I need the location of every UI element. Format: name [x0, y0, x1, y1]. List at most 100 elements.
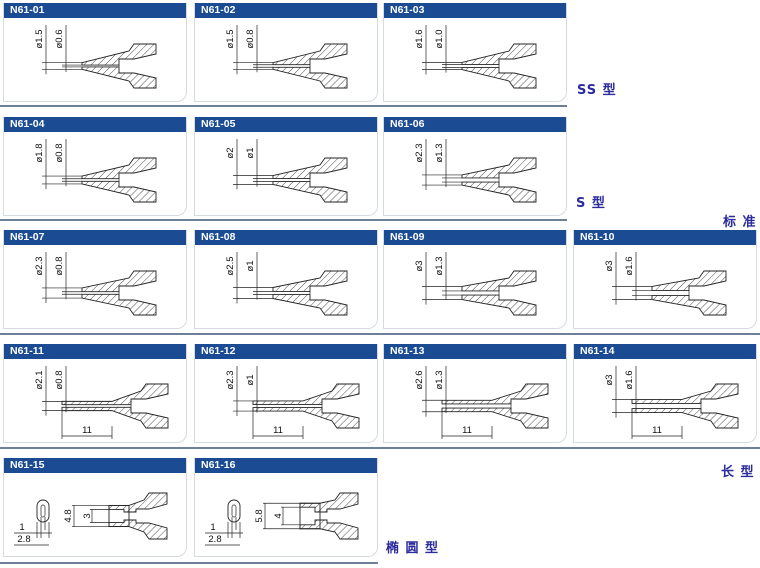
dimension-label: ø1.6	[624, 256, 635, 275]
card-title: N61-01	[4, 3, 186, 18]
dimension-label: 3	[82, 513, 93, 518]
dimension-label: 11	[273, 425, 283, 436]
card-title: N61-03	[384, 3, 566, 18]
dimension-label: ø1	[245, 374, 256, 385]
nozzle-card: N61-10 ø3 ø1.6	[573, 230, 757, 329]
nozzle-section	[81, 157, 157, 180]
oval-end-view	[227, 499, 241, 523]
dimension-label: 11	[462, 425, 472, 436]
row-divider	[0, 447, 760, 449]
dimension-label: ø0.8	[54, 370, 65, 389]
dimension-label: 1	[19, 522, 24, 533]
card-title: N61-11	[4, 344, 186, 359]
nozzle-card: N61-13 ø2.6 ø1.3 11	[383, 344, 567, 443]
nozzle-section	[461, 43, 537, 65]
nozzle-section	[461, 67, 537, 89]
dimension-label: 2.8	[208, 534, 221, 545]
dimension-label: ø2.1	[34, 370, 45, 389]
dimension-label: ø3	[414, 260, 425, 271]
dimension-label: ø0.8	[54, 256, 65, 275]
nozzle-drawing: ø2.1 ø0.8 11	[34, 366, 169, 439]
dimension-label: 11	[652, 425, 662, 436]
nozzle-section	[299, 492, 359, 513]
nozzle-drawing: ø3 ø1.6	[604, 252, 727, 316]
dimension-label: ø1	[245, 147, 256, 158]
nozzle-section	[272, 43, 348, 66]
oval-end-view	[36, 499, 50, 523]
dimension-label: ø1.6	[624, 370, 635, 389]
label-standard: 标 准	[723, 215, 757, 230]
row-divider	[0, 562, 378, 564]
nozzle-section	[252, 383, 360, 405]
dimension-label: ø2.3	[414, 143, 425, 162]
dimension-label: ø1.5	[34, 29, 45, 48]
nozzle-section	[631, 408, 739, 429]
row-divider	[0, 219, 567, 221]
dimension-label: 4	[273, 513, 284, 518]
nozzle-section	[272, 157, 348, 179]
dimension-label: ø1	[245, 260, 256, 271]
dimension-label: ø0.8	[54, 143, 65, 162]
dimension-label: ø3	[604, 260, 615, 271]
card-title: N61-04	[4, 117, 186, 132]
nozzle-section	[631, 383, 739, 404]
nozzle-section	[651, 295, 727, 316]
card-title: N61-08	[195, 230, 377, 245]
dimension-label: ø2.6	[414, 370, 425, 389]
card-title: N61-10	[574, 230, 756, 245]
nozzle-section	[272, 181, 348, 203]
dimension-label: ø2	[225, 147, 236, 158]
nozzle-section	[81, 293, 157, 316]
card-title: N61-05	[195, 117, 377, 132]
dimension-label: 4.8	[63, 509, 74, 522]
nozzle-section	[461, 181, 537, 203]
nozzle-section	[461, 294, 537, 316]
nozzle-section	[441, 383, 549, 405]
nozzle-drawing: ø2.6 ø1.3 11	[414, 366, 549, 439]
card-title: N61-13	[384, 344, 566, 359]
nozzle-section	[272, 270, 348, 292]
card-title: N61-09	[384, 230, 566, 245]
nozzle-section	[81, 43, 157, 66]
dimension-label: 11	[82, 425, 92, 436]
row-divider	[0, 333, 760, 335]
label-ss-type: SS 型	[577, 83, 617, 98]
nozzle-section	[81, 66, 157, 89]
dimension-label: ø2.5	[225, 256, 236, 275]
nozzle-section	[81, 270, 157, 293]
card-title: N61-16	[195, 458, 377, 473]
row-divider	[0, 105, 567, 107]
card-title: N61-07	[4, 230, 186, 245]
card-title: N61-02	[195, 3, 377, 18]
dimension-label: ø0.6	[54, 29, 65, 48]
nozzle-section	[272, 294, 348, 316]
nozzle-section	[81, 180, 157, 203]
card-title: N61-14	[574, 344, 756, 359]
nozzle-card: N61-11 ø2.1 ø0.8 11	[3, 344, 187, 443]
dimension-label: ø1.3	[434, 370, 445, 389]
dimension-label: 2.8	[17, 534, 30, 545]
label-oval-type: 椭 圆 型	[386, 541, 440, 556]
nozzle-section	[108, 492, 168, 513]
dimension-label: 1	[210, 522, 215, 533]
nozzle-card: N61-08 ø2.5 ø1	[194, 230, 378, 329]
nozzle-section	[461, 157, 537, 179]
nozzle-section	[272, 66, 348, 89]
label-long-type: 长 型	[721, 465, 755, 480]
